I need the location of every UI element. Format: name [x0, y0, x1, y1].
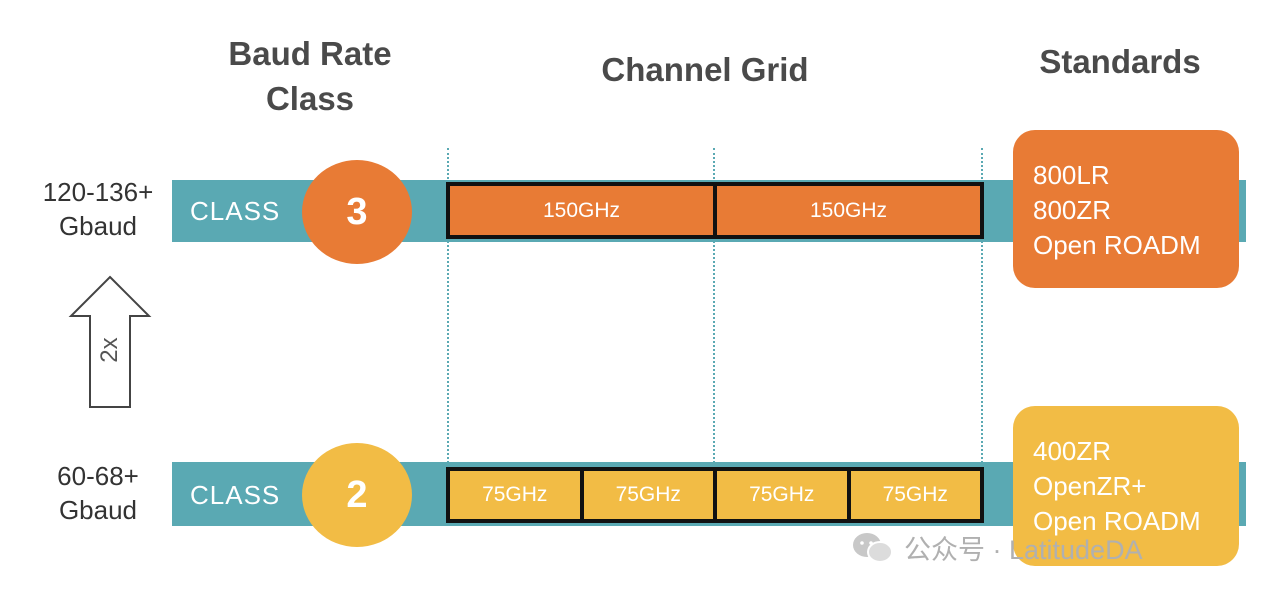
grid-guide-line	[447, 148, 449, 523]
channel-slot: 75GHz	[713, 471, 847, 519]
multiplier-label: 2x	[96, 337, 123, 363]
channel-slot: 75GHz	[482, 483, 548, 506]
channel-grid-row: 75GHz 75GHz 75GHz 75GHz	[446, 467, 984, 523]
standards-box: 800LR 800ZR Open ROADM	[1013, 130, 1239, 288]
channel-slot: 150GHz	[713, 186, 980, 235]
header-standards: Standards	[1039, 43, 1201, 80]
header-baud-rate-class: Baud Rate Class	[228, 35, 392, 117]
class-label: CLASS	[190, 196, 281, 226]
standard-item: 400ZR	[1033, 436, 1112, 466]
channel-slot: 75GHz	[579, 471, 714, 519]
baud-rate-label: 60-68+ Gbaud	[57, 461, 139, 525]
header-channel-grid: Channel Grid	[601, 51, 809, 88]
standard-item: Open ROADM	[1033, 230, 1201, 260]
class-number-badge: 2	[302, 443, 412, 547]
up-arrow-icon	[68, 275, 152, 408]
class-number-badge: 3	[302, 160, 412, 264]
chat-bubbles-icon	[853, 532, 893, 563]
standard-item: Open ROADM	[1033, 506, 1201, 536]
standard-item: 800ZR	[1033, 195, 1112, 225]
channel-slot: 150GHz	[542, 198, 621, 222]
standard-item: 800LR	[1033, 160, 1110, 190]
standard-item: OpenZR+	[1033, 471, 1147, 501]
standards-box: 400ZR OpenZR+ Open ROADM	[1013, 406, 1239, 566]
watermark-text: 公众号 · LatitudeDA	[904, 535, 1143, 565]
grid-guide-line	[713, 148, 715, 523]
channel-grid-row: 150GHz 150GHz	[446, 182, 984, 239]
watermark: 公众号 · LatitudeDA	[852, 528, 1143, 567]
channel-slot: 75GHz	[846, 471, 981, 519]
grid-guide-line	[981, 148, 983, 523]
class-label: CLASS	[190, 480, 281, 510]
baud-rate-label: 120-136+ Gbaud	[42, 177, 154, 241]
